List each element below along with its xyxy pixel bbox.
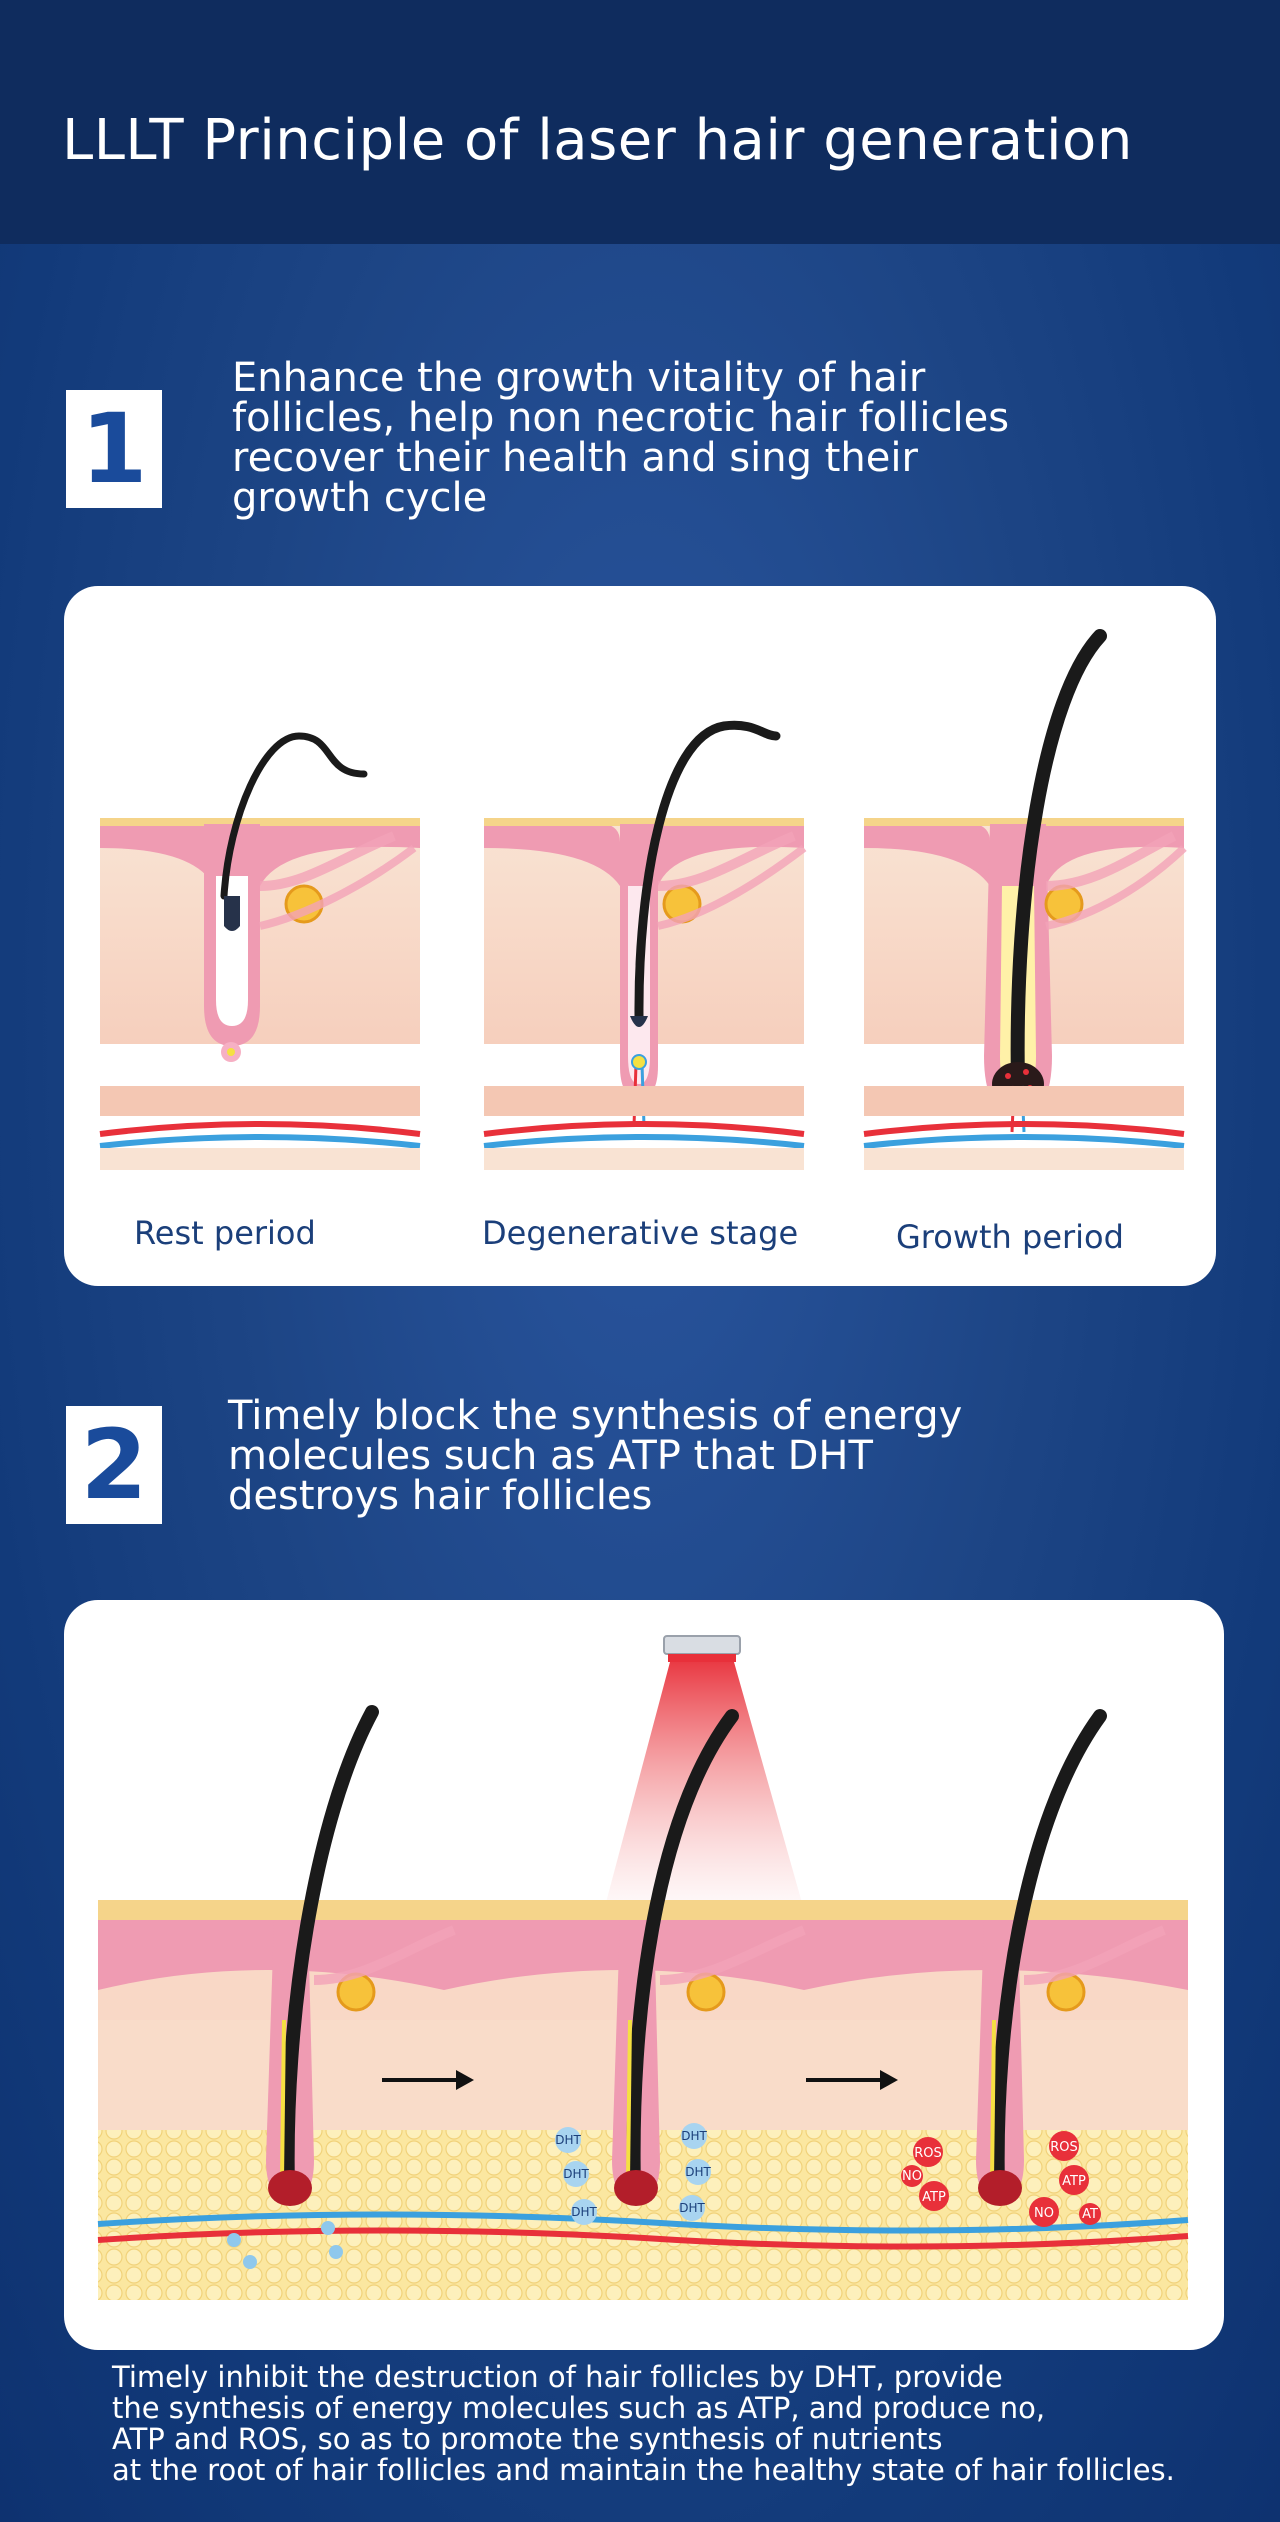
atp-molecule: ATP — [1062, 2174, 1086, 2189]
step-2-heading-line: Timely block the synthesis of energy — [228, 1393, 963, 1439]
dht-molecule: DHT — [679, 2201, 705, 2215]
step-1-heading-line: follicles, help non necrotic hair follic… — [232, 395, 1010, 441]
hair-cycle-diagram — [99, 629, 1187, 1170]
laser-device — [604, 1635, 804, 1910]
dht-molecule: DHT — [685, 2165, 711, 2179]
degenerative-stage-panel — [483, 720, 807, 1170]
footer-line: at the root of hair follicles and mainta… — [112, 2453, 1175, 2487]
step-2-heading: Timely block the synthesis of energy mol… — [228, 1396, 962, 1516]
atp-molecule: ATP — [922, 2190, 946, 2205]
atp-molecule: AT — [1082, 2207, 1098, 2222]
step-2-heading-line: molecules such as ATP that DHT — [228, 1433, 873, 1479]
page-title: LLLT Principle of laser hair generation — [62, 108, 1133, 173]
footer-line: ATP and ROS, so as to promote the synthe… — [112, 2422, 943, 2456]
follicle-healthy: ROS ATP NO ROS ATP NO AT — [901, 1709, 1166, 2227]
footer-description: Timely inhibit the destruction of hair f… — [112, 2362, 1175, 2486]
step-2-heading-line: destroys hair follicles — [228, 1473, 653, 1519]
step-1-heading: Enhance the growth vitality of hair foll… — [232, 358, 1009, 518]
skin-surface — [98, 1900, 1188, 1922]
dht-mechanism-card: DHT DHT DHT DHT DHT DHT — [64, 1600, 1224, 2350]
footer-line: Timely inhibit the destruction of hair f… — [112, 2360, 1003, 2394]
dht-molecule: DHT — [555, 2133, 581, 2147]
no-molecule: NO — [1034, 2206, 1054, 2221]
growth-period-panel — [863, 629, 1187, 1170]
step-1-heading-line: growth cycle — [232, 475, 488, 521]
step-number-1: 1 — [66, 390, 162, 508]
dht-molecule: DHT — [681, 2129, 707, 2143]
stage-label-degenerative: Degenerative stage — [482, 1214, 799, 1252]
hair-cycle-card: Rest period Degenerative stage Growth pe… — [64, 586, 1216, 1286]
no-molecule: NO — [902, 2169, 922, 2184]
step-1-heading-line: recover their health and sing their — [232, 435, 918, 481]
stage-label-rest: Rest period — [134, 1214, 316, 1252]
stage-label-growth: Growth period — [896, 1218, 1124, 1256]
dht-mechanism-diagram: DHT DHT DHT DHT DHT DHT — [97, 1635, 1189, 2300]
arrow-right-icon — [806, 2070, 898, 2090]
step-1-heading-line: Enhance the growth vitality of hair — [232, 355, 926, 401]
follicle-untreated — [227, 1705, 456, 2269]
step-number-2: 2 — [66, 1406, 162, 1524]
footer-line: the synthesis of energy molecules such a… — [112, 2391, 1046, 2425]
rest-period-panel — [99, 732, 421, 1170]
dht-molecule: DHT — [563, 2167, 589, 2181]
ros-molecule: ROS — [1050, 2140, 1078, 2155]
title-band: LLLT Principle of laser hair generation — [0, 0, 1280, 244]
follicle-laser-treated: DHT DHT DHT DHT DHT DHT — [555, 1709, 806, 2225]
dht-molecule: DHT — [571, 2205, 597, 2219]
arrow-right-icon — [382, 2070, 474, 2090]
ros-molecule: ROS — [914, 2146, 942, 2161]
